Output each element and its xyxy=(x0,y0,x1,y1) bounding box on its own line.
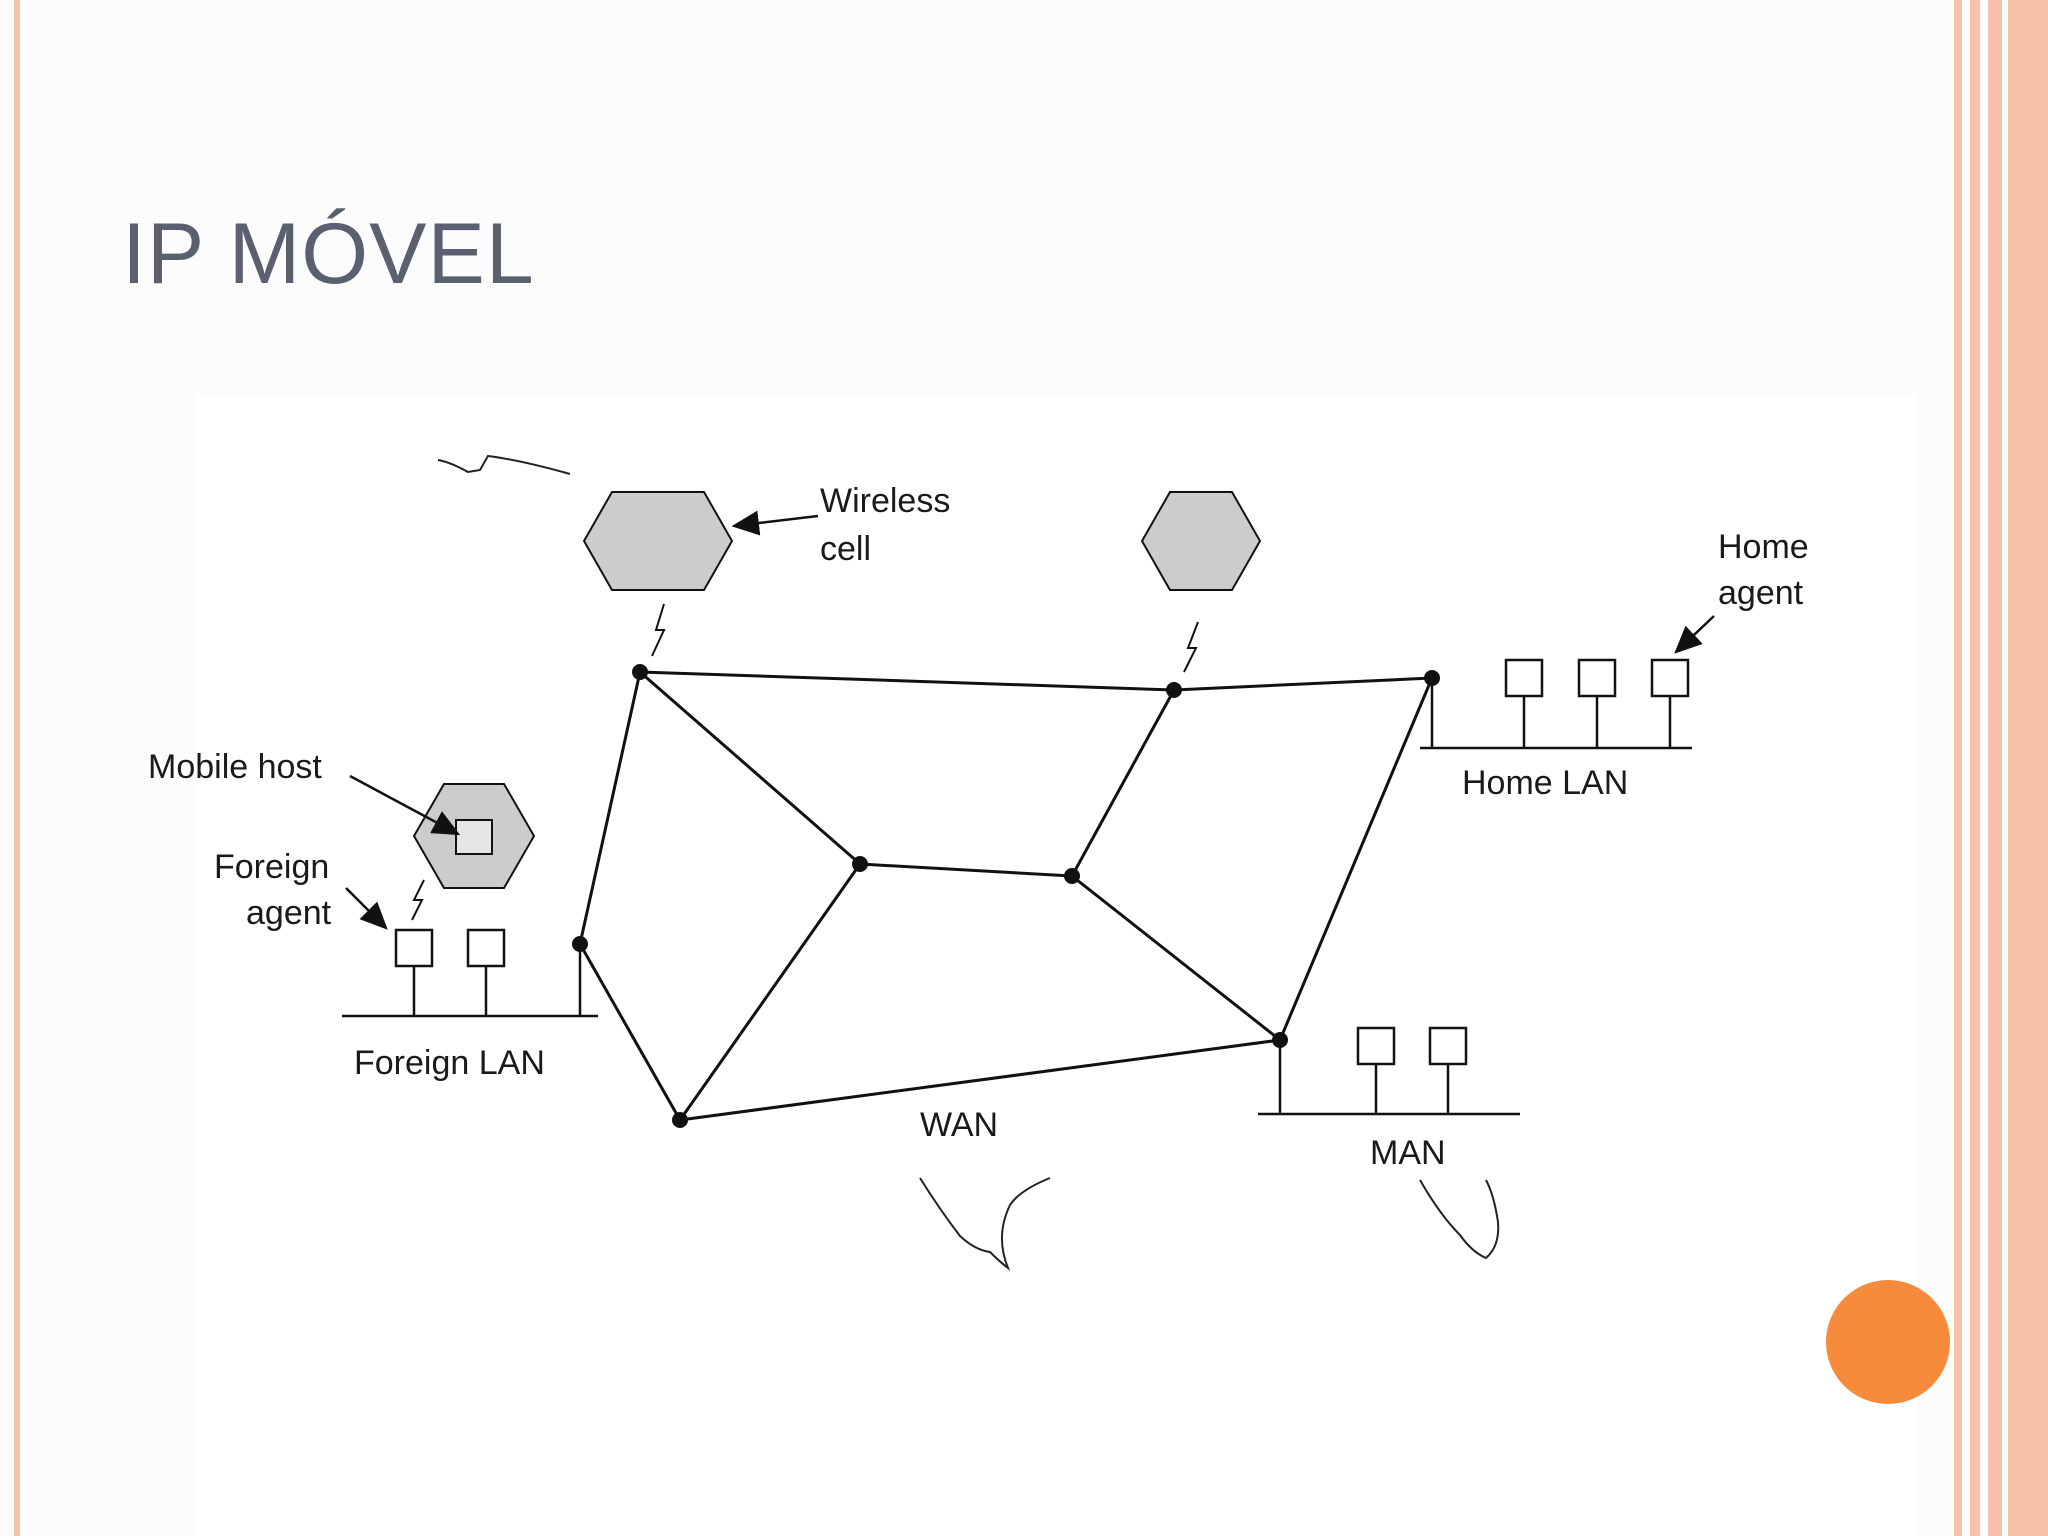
foreign-lan-label: Foreign LAN xyxy=(354,1044,545,1082)
wireless-link-bolt-1 xyxy=(651,603,666,657)
man-host xyxy=(1356,1026,1396,1066)
foreign-agent-label-line-1: Foreign xyxy=(214,848,329,886)
right-border-stripe-1 xyxy=(1954,0,1962,1536)
foreign-agent-arrow xyxy=(345,887,388,930)
wan-links xyxy=(578,670,1434,1122)
home-lan-label: Home LAN xyxy=(1462,764,1628,802)
home-lan xyxy=(1420,658,1692,750)
mobile-host-label: Mobile host xyxy=(148,748,322,786)
wireless-link-bolt-3 xyxy=(411,879,425,921)
router-node xyxy=(672,1112,688,1128)
foreign-agent-host xyxy=(394,928,434,968)
map-outline-top xyxy=(437,454,571,475)
man-lan xyxy=(1258,1026,1520,1116)
slide-accent-dot xyxy=(1826,1280,1950,1404)
mobile-host-arrow xyxy=(349,774,461,836)
home-agent-label-line-1: Home xyxy=(1718,528,1809,566)
man-host xyxy=(1428,1026,1468,1066)
left-border-stripe xyxy=(14,0,20,1536)
router-node xyxy=(1064,868,1080,884)
home-lan-host xyxy=(1504,658,1544,698)
router-node xyxy=(1166,682,1182,698)
mobile-host-square xyxy=(455,819,493,855)
home-lan-host xyxy=(1577,658,1617,698)
wireless-cell-label-line-2: cell xyxy=(820,530,871,568)
wireless-cell-hexagon-1 xyxy=(582,491,734,591)
slide-title: IP MÓVEL xyxy=(122,206,535,302)
wireless-cell-label-line-1: Wireless xyxy=(820,482,950,520)
router-nodes xyxy=(572,664,1440,1128)
wireless-link-bolt-2 xyxy=(1183,621,1199,673)
home-agent-host xyxy=(1650,658,1690,698)
home-agent-arrow xyxy=(1674,615,1715,654)
wan-label: WAN xyxy=(920,1106,998,1144)
wireless-cell-arrow xyxy=(731,510,819,536)
map-outline-texas xyxy=(919,1177,1051,1271)
map-outline-florida xyxy=(1419,1179,1500,1260)
right-border-stripe-4 xyxy=(2008,0,2048,1536)
foreign-agent-label-line-2: agent xyxy=(246,894,332,932)
router-node xyxy=(852,856,868,872)
foreign-lan xyxy=(342,928,598,1018)
router-node xyxy=(632,664,648,680)
right-border-stripe-2 xyxy=(1970,0,1980,1536)
man-label: MAN xyxy=(1370,1134,1446,1172)
foreign-lan-host xyxy=(466,928,506,968)
wireless-cell-hexagon-2 xyxy=(1140,491,1262,591)
home-agent-label-line-2: agent xyxy=(1718,574,1804,612)
right-border-stripe-3 xyxy=(1988,0,2002,1536)
